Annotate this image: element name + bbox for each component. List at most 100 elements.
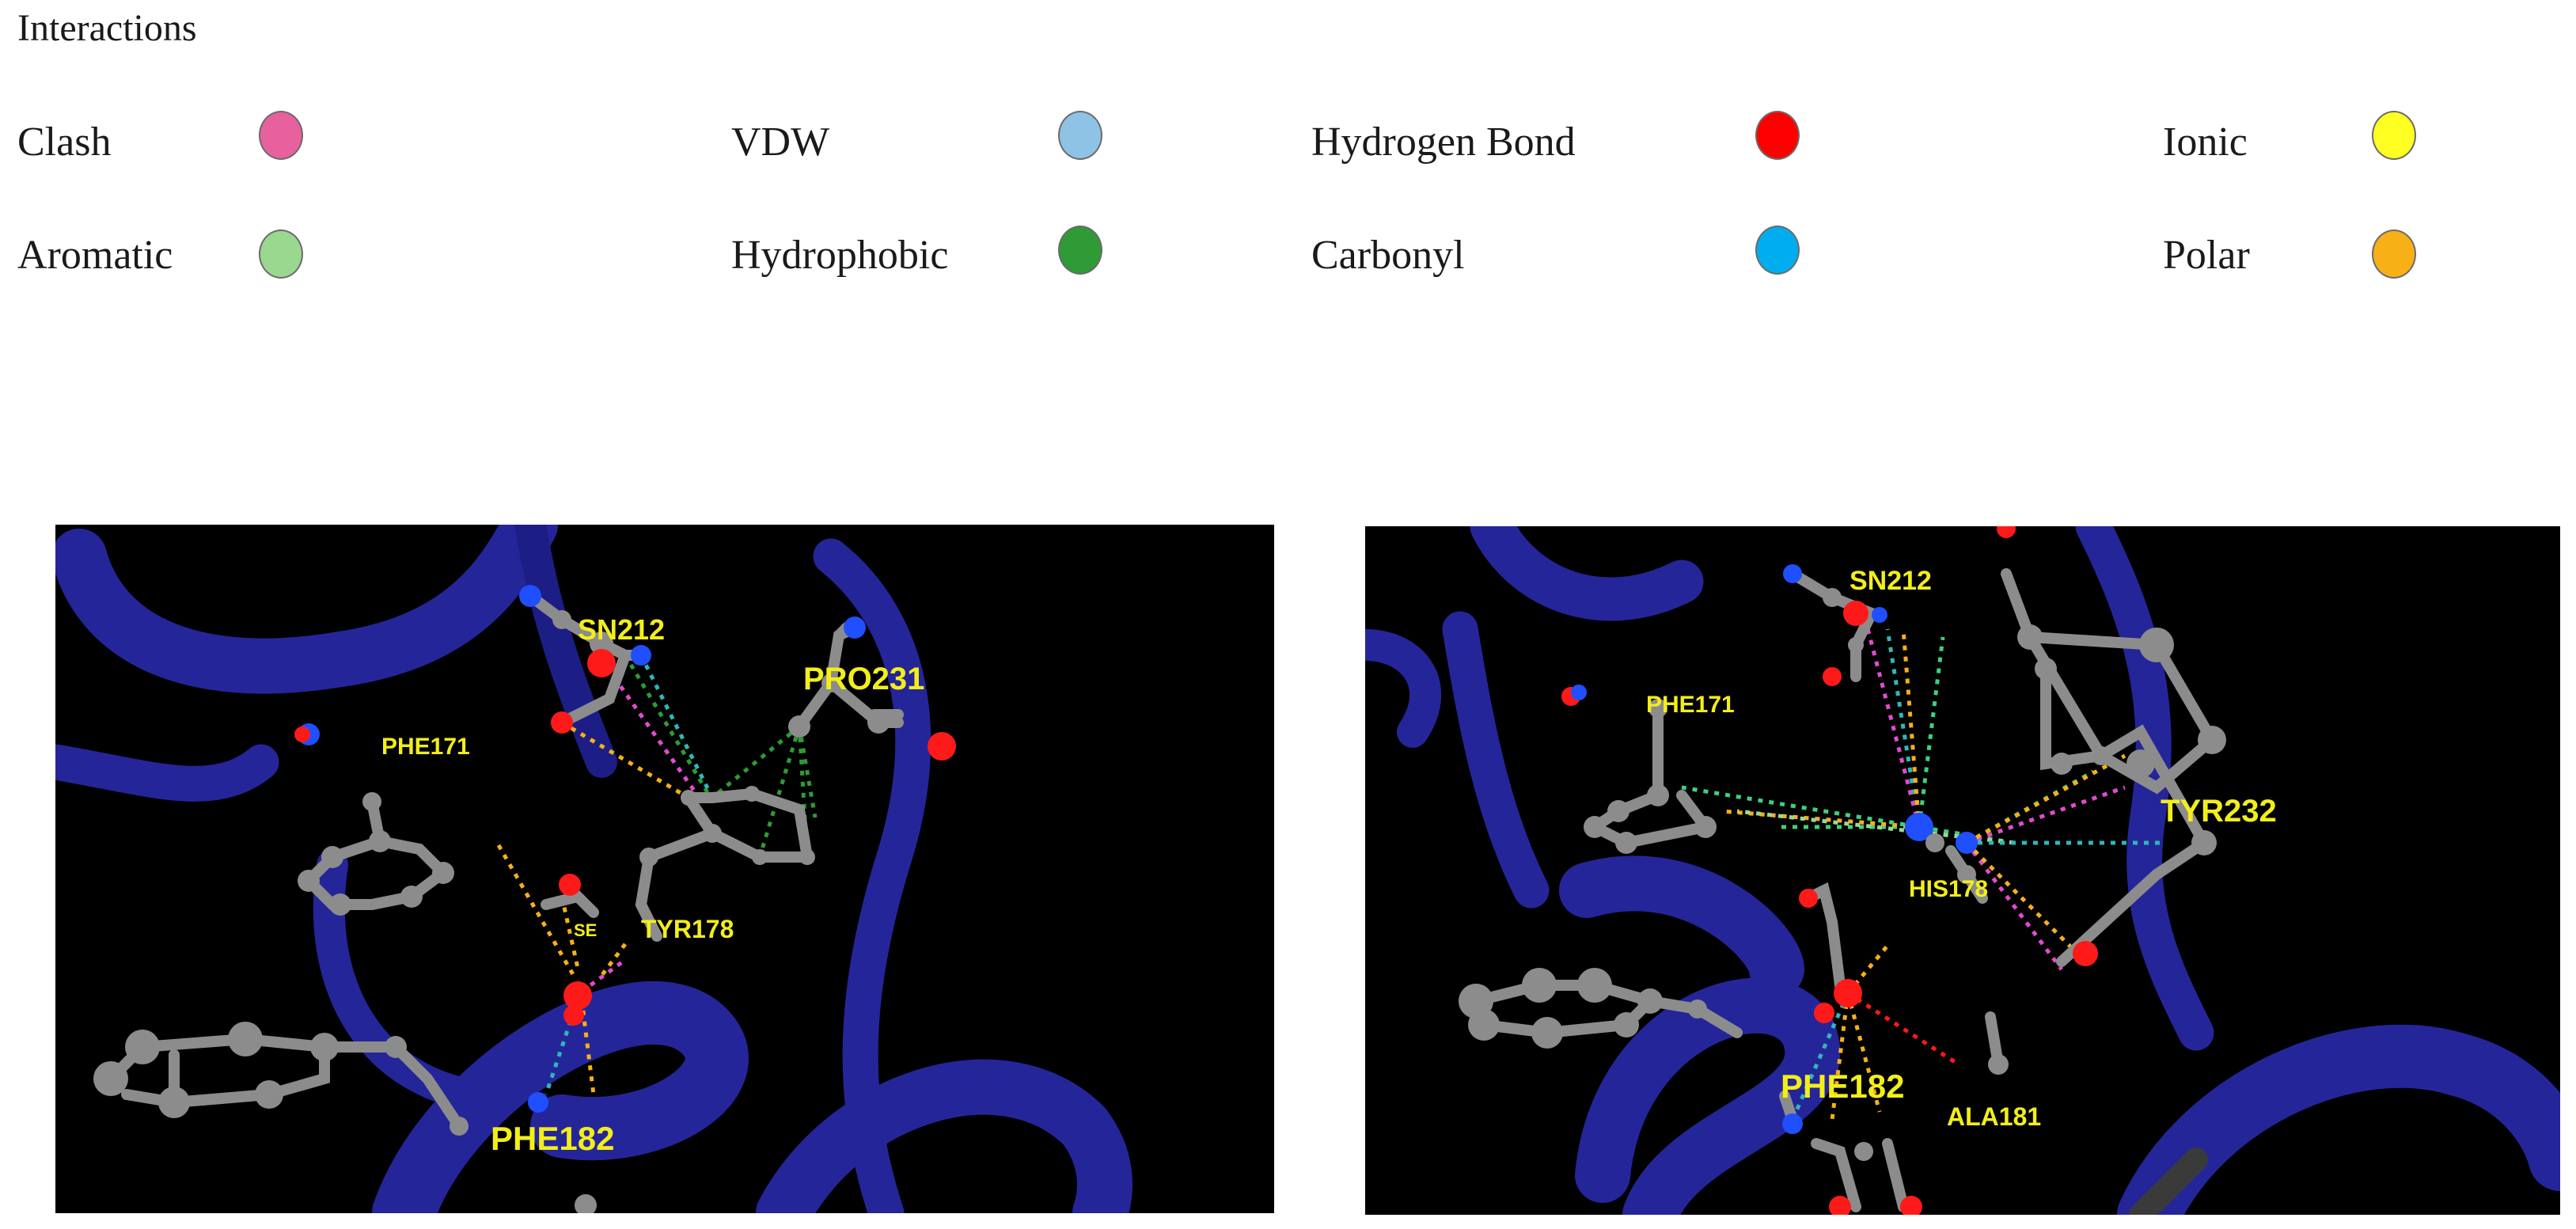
protein-ribbon-right (1365, 526, 2560, 1215)
nitrogen-atom (1905, 813, 1933, 841)
carbon-atom (298, 870, 320, 892)
legend-title: Interactions (17, 7, 197, 49)
carbon-atom (2035, 658, 2057, 680)
carbon-atom (385, 1036, 407, 1058)
legend-swatch-ionic (2372, 111, 2416, 160)
residue-label-phe182: PHE182 (1781, 1068, 1904, 1105)
oxygen-atom (1843, 601, 1868, 626)
carbon-atom (2198, 726, 2226, 754)
nitrogen-atom (1782, 1113, 1803, 1134)
carbon-atom (2017, 624, 2043, 650)
legend-label-clash: Clash (17, 119, 112, 165)
carbon-atom (1988, 1054, 2009, 1075)
carbon-atom (1637, 988, 1663, 1014)
oxygen-atom (1814, 1003, 1834, 1023)
carbon-atom (1688, 1000, 1707, 1018)
residue-label-his178: HIS178 (1909, 876, 1988, 902)
nitrogen-atom (631, 645, 651, 666)
legend-swatch-polar (2372, 229, 2416, 279)
legend-swatch-hydrogen-bond (1755, 111, 1800, 160)
carbon-atom (1925, 833, 1944, 852)
residue-label-pro231: PRO231 (803, 662, 924, 696)
carbon-atom (788, 715, 810, 738)
nitrogen-atom (1783, 564, 1802, 583)
carbon-atom (799, 849, 815, 865)
legend-label-polar: Polar (2163, 233, 2250, 278)
oxygen-atom (928, 732, 956, 761)
carbon-atom (1577, 968, 1612, 1003)
residue-label-sn212: SN212 (578, 613, 665, 646)
legend-swatch-aromatic (259, 229, 303, 279)
carbon-atom (1694, 816, 1717, 838)
carbon-atom (2126, 749, 2155, 778)
carbon-atom (1647, 784, 1669, 806)
carbon-atom (2139, 628, 2174, 662)
carbon-atom (362, 792, 381, 811)
nitrogen-atom (1956, 832, 1978, 854)
legend-label-ionic: Ionic (2163, 119, 2248, 165)
legend-swatch-carbonyl (1755, 226, 1800, 275)
carbon-atom (158, 1087, 190, 1118)
legend-swatch-hydrophobic (1058, 226, 1102, 275)
carbon-atom (228, 1022, 263, 1056)
carbon-atom (639, 848, 658, 867)
carbon-atom (329, 893, 351, 916)
nitrogen-atom (1571, 685, 1587, 700)
carbon-atom (590, 632, 613, 655)
carbon-atom (1848, 637, 1864, 653)
residue-label-ala181: ALA181 (1947, 1102, 2041, 1131)
carbon-atom (2092, 746, 2111, 765)
legend-label-carbonyl: Carbonyl (1311, 233, 1465, 278)
residue-label-tyr178: TYR178 (641, 915, 734, 943)
nitrogen-atom (1872, 607, 1887, 623)
oxygen-atom (1834, 979, 1862, 1007)
residue-labels-left: SN212 PRO231 PHE171 TYR178 SE PHE182 (381, 613, 924, 1157)
oxygen-atom (1823, 667, 1842, 686)
carbon-atom (432, 862, 454, 884)
nitrogen-atom (528, 1092, 548, 1113)
atoms-right (1459, 526, 2226, 1215)
carbon-atom (1531, 1017, 1563, 1049)
carbon-atom (310, 1033, 339, 1061)
carbon-atom (2051, 753, 2073, 775)
carbon-atom (1607, 800, 1629, 822)
molecule-render-right: SN212 PHE171 TYR232 HIS178 PHE182 ALA181 (1365, 526, 2560, 1215)
carbon-atom (321, 846, 343, 868)
carbon-atom (2191, 830, 2217, 855)
carbon-atom (1468, 1009, 1500, 1041)
residue-label-phe171: PHE171 (1646, 692, 1735, 718)
atoms-left (93, 585, 956, 1213)
carbon-atom (93, 1061, 128, 1096)
carbon-atom (744, 786, 760, 802)
carbon-atom (1615, 832, 1637, 854)
carbon-atom (450, 1117, 469, 1136)
carbon-atom (552, 610, 571, 629)
carbon-atom (1614, 1012, 1639, 1037)
oxygen-atom (559, 874, 581, 896)
carbon-atom (1823, 588, 1842, 607)
carbon-atom (575, 1194, 597, 1213)
interaction-panel-right: SN212 PHE171 TYR232 HIS178 PHE182 ALA181 (1365, 526, 2560, 1215)
oxygen-atom (551, 711, 573, 734)
nitrogen-atom (844, 616, 866, 639)
legend-swatch-clash (259, 111, 303, 160)
legend-label-hydrogen-bond: Hydrogen Bond (1311, 119, 1576, 165)
oxygen-atom (1799, 889, 1818, 908)
interaction-lines-right (1681, 613, 2164, 1121)
carbon-atom (867, 711, 890, 734)
interaction-panel-left: SN212 PRO231 PHE171 TYR178 SE PHE182 (55, 525, 1274, 1213)
oxygen-atom (563, 981, 592, 1010)
carbon-atom (125, 1030, 160, 1064)
residue-label-partial: SE (574, 920, 597, 940)
residue-label-phe171: PHE171 (381, 734, 470, 760)
carbon-atom (369, 830, 391, 852)
oxygen-atom (2073, 941, 2098, 966)
carbon-atom (821, 673, 840, 692)
carbon-atom (681, 790, 696, 806)
nitrogen-atom (519, 585, 541, 607)
legend-label-hydrophobic: Hydrophobic (731, 233, 949, 278)
carbon-atom (1648, 699, 1667, 718)
carbon-atom (752, 849, 768, 865)
carbon-atom (1854, 1142, 1873, 1161)
carbon-atom (1522, 968, 1557, 1003)
